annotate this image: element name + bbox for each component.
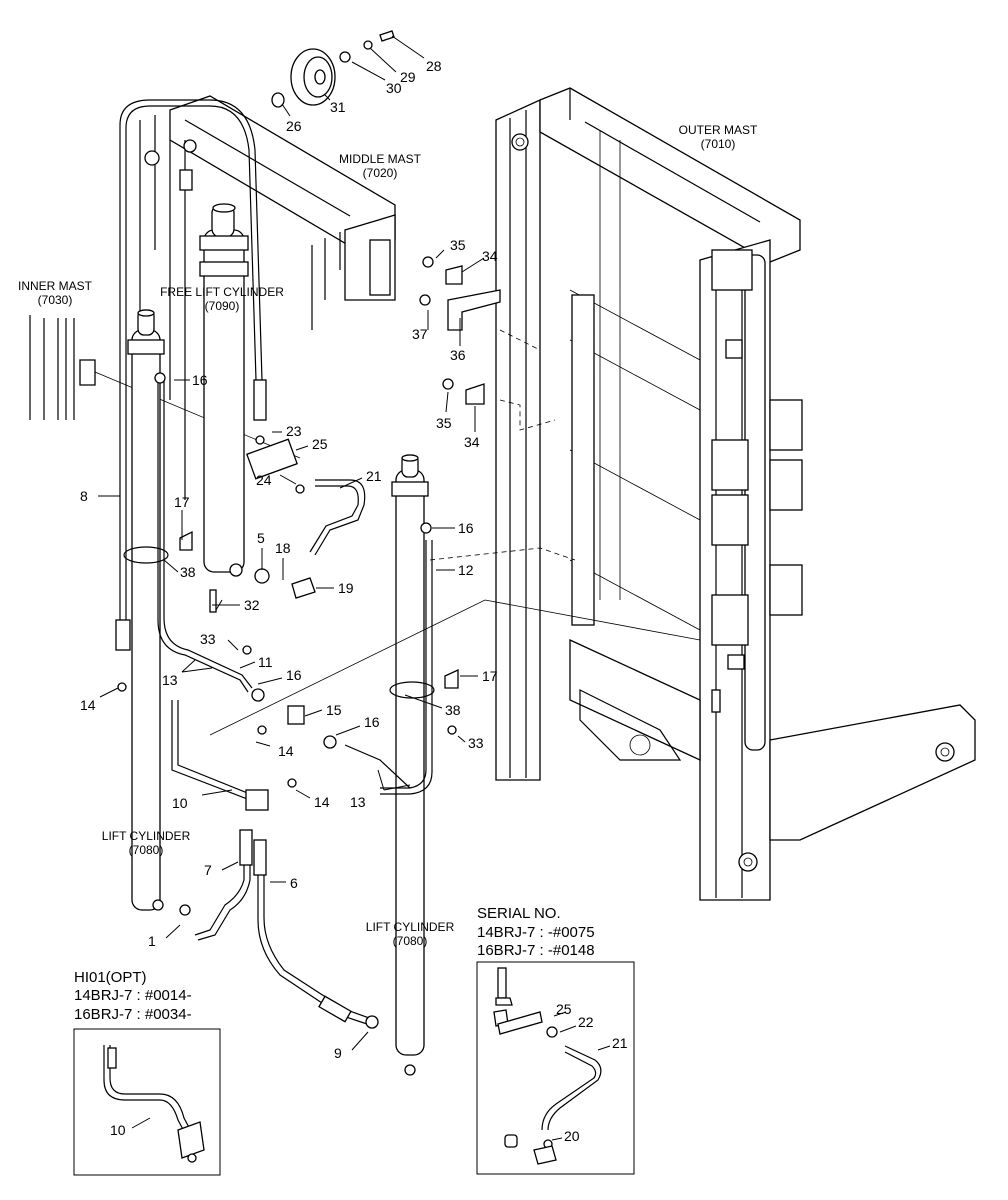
- callout-22-serial: 22: [578, 1014, 594, 1030]
- callout-10-optional: 10: [110, 1122, 126, 1138]
- middle-mast-drawing: [139, 95, 396, 760]
- callout-10: 10: [172, 795, 188, 811]
- inset-optional-frame: [73, 1028, 221, 1176]
- part-callouts: 8 16 16 12 17 38 38 17 5 18 19 32 21 23 …: [80, 58, 498, 1061]
- callout-32: 32: [244, 597, 260, 613]
- callout-13: 13: [162, 672, 178, 688]
- callout-34: 34: [482, 248, 498, 264]
- callout-15: 15: [326, 702, 342, 718]
- lift-cylinder-left-drawing: [127, 309, 165, 911]
- callout-16: 16: [364, 714, 380, 730]
- free-lift-cylinder-code: (7090): [205, 299, 240, 313]
- inset-serial-frame: [476, 961, 635, 1175]
- inner-mast-title: INNER MAST: [18, 279, 93, 293]
- inset-optional-title: HI01(OPT): [74, 969, 147, 986]
- callout-35: 35: [450, 237, 466, 253]
- callout-6: 6: [290, 875, 298, 891]
- free-lift-cylinder-title: FREE LIFT CYLINDER: [160, 285, 284, 299]
- middle-mast-code: (7020): [363, 166, 398, 180]
- callout-25-serial: 25: [556, 1001, 572, 1017]
- callout-21-serial: 21: [612, 1035, 628, 1051]
- callout-1: 1: [148, 933, 156, 949]
- hydraulic-lines: [115, 30, 701, 1029]
- callout-14: 14: [80, 697, 96, 713]
- callout-12: 12: [458, 562, 474, 578]
- callout-7: 7: [204, 862, 212, 878]
- inset-serial-title: SERIAL NO.: [477, 905, 561, 922]
- lift-cylinder-right-title: LIFT CYLINDER: [366, 920, 455, 934]
- callout-36: 36: [450, 347, 466, 363]
- callout-19: 19: [338, 580, 354, 596]
- callout-16: 16: [192, 372, 208, 388]
- inner-mast-drawing: [29, 315, 301, 459]
- callout-34: 34: [464, 434, 480, 450]
- inner-mast-code: (7030): [38, 293, 73, 307]
- lift-cylinder-right-drawing: [391, 454, 429, 1076]
- callout-9: 9: [334, 1045, 342, 1061]
- lift-cylinder-left-code: (7080): [129, 843, 164, 857]
- callout-17: 17: [482, 668, 498, 684]
- leader-lines: [98, 35, 485, 1051]
- callout-17: 17: [174, 494, 190, 510]
- inset-serial-line2: 16BRJ-7 : -#0148: [477, 942, 595, 959]
- callout-11: 11: [258, 654, 273, 670]
- callout-5: 5: [257, 530, 265, 546]
- outer-mast-code: (7010): [701, 137, 736, 151]
- callout-35: 35: [436, 415, 452, 431]
- callout-13: 13: [350, 794, 366, 810]
- callout-18: 18: [275, 540, 291, 556]
- callout-24: 24: [256, 472, 272, 488]
- callout-38: 38: [445, 702, 461, 718]
- inset-optional-line2: 16BRJ-7 : #0034-: [74, 1006, 192, 1023]
- callout-16: 16: [458, 520, 474, 536]
- lift-cylinder-left-title: LIFT CYLINDER: [102, 829, 191, 843]
- callout-33: 33: [468, 735, 484, 751]
- callout-8: 8: [80, 488, 88, 504]
- callout-31: 31: [330, 99, 346, 115]
- inset-serial-line1: 14BRJ-7 : -#0075: [477, 924, 595, 941]
- outer-mast-drawing: [495, 87, 976, 901]
- inset-optional-line1: 14BRJ-7 : #0014-: [74, 987, 192, 1004]
- callout-33: 33: [200, 631, 216, 647]
- callout-14: 14: [278, 743, 294, 759]
- callout-26: 26: [286, 118, 302, 134]
- callout-37: 37: [412, 326, 428, 342]
- middle-mast-title: MIDDLE MAST: [339, 152, 422, 166]
- callout-25: 25: [312, 436, 328, 452]
- callout-20-serial: 20: [564, 1128, 580, 1144]
- callout-16: 16: [286, 667, 302, 683]
- inset-optional: HI01(OPT) 14BRJ-7 : #0014- 16BRJ-7 : #00…: [73, 969, 221, 1176]
- callout-28: 28: [426, 58, 442, 74]
- callout-21: 21: [366, 468, 382, 484]
- callout-30: 30: [386, 80, 402, 96]
- callout-14: 14: [314, 794, 330, 810]
- outer-mast-title: OUTER MAST: [679, 123, 758, 137]
- lift-cylinder-right-code: (7080): [393, 934, 428, 948]
- callout-38: 38: [180, 564, 196, 580]
- callout-23: 23: [286, 423, 302, 439]
- inset-serial: SERIAL NO. 14BRJ-7 : -#0075 16BRJ-7 : -#…: [476, 905, 635, 1175]
- callout-29: 29: [400, 69, 416, 85]
- free-lift-cylinder-drawing: [199, 203, 249, 577]
